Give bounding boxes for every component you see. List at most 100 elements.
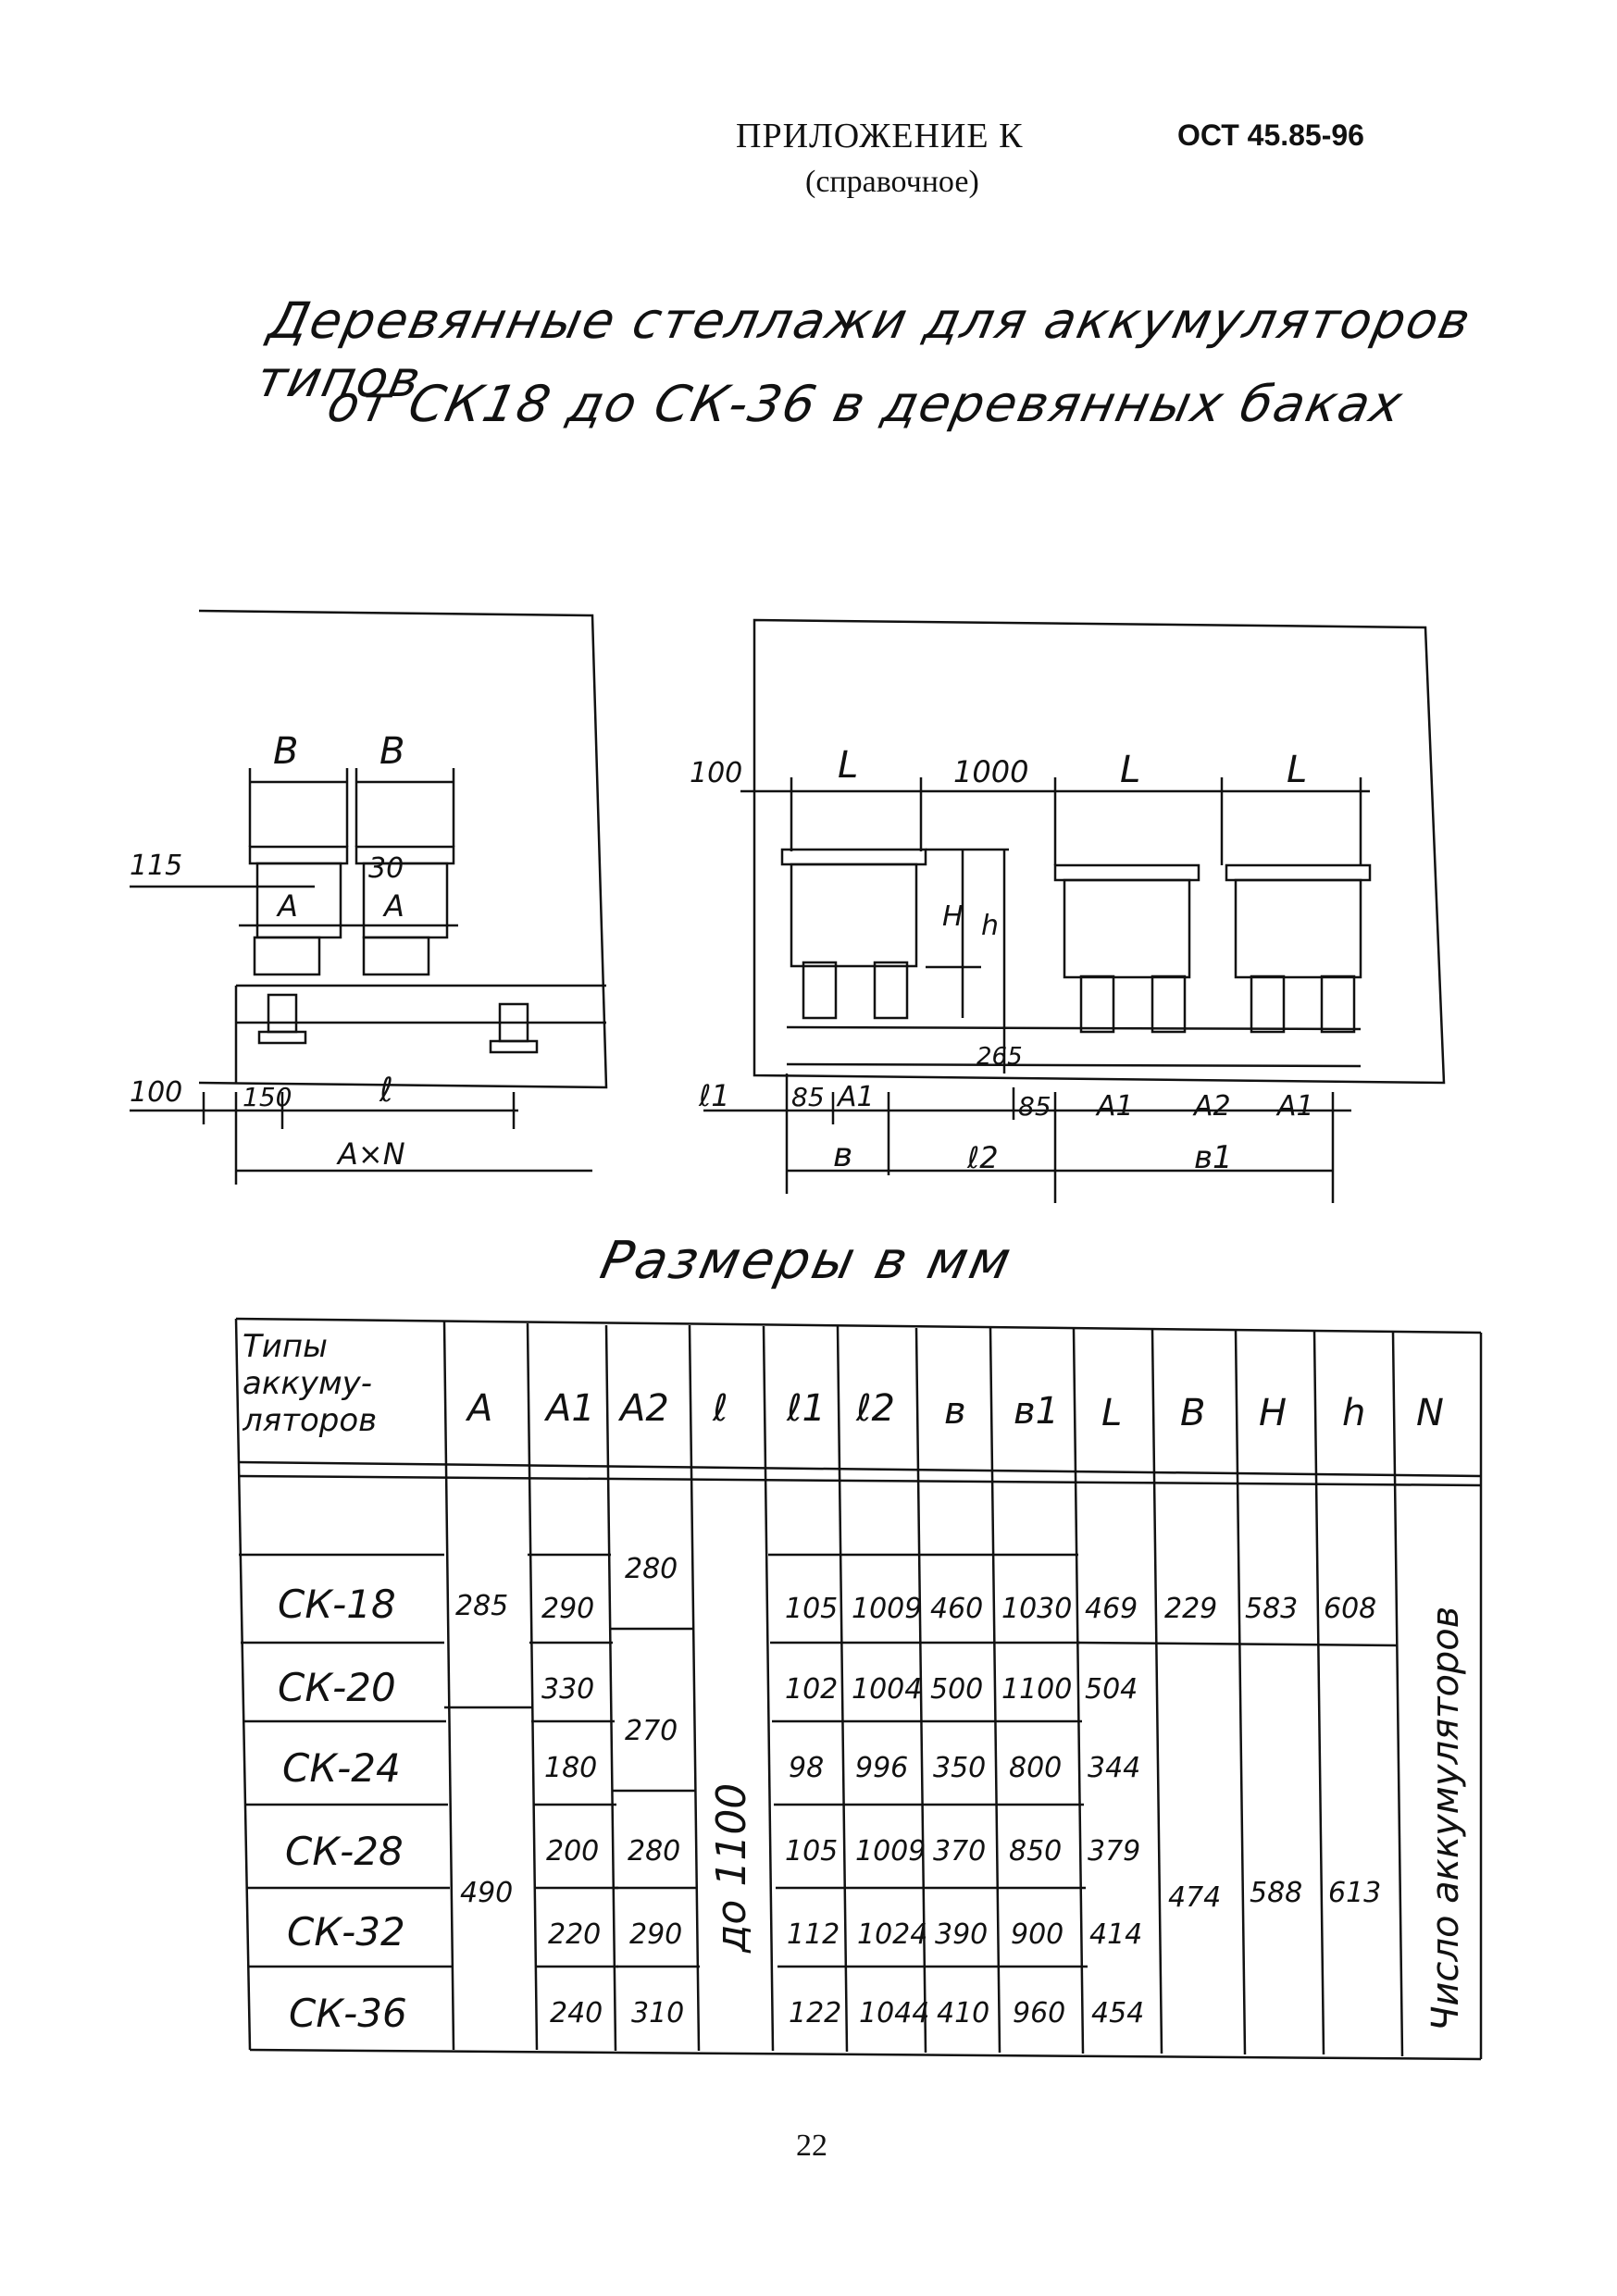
right-dim-A1b: А1 [1095, 1090, 1134, 1123]
cell-A1: 240 [550, 1997, 603, 2029]
left-dim-30: 30 [368, 852, 404, 885]
cell-L: 469 [1085, 1593, 1138, 1625]
cell-b: 500 [930, 1673, 983, 1706]
cell-A1: 220 [548, 1918, 601, 1951]
cell-b1: 960 [1013, 1997, 1065, 2029]
header-type: Типы аккуму-ляторов [243, 1328, 378, 1439]
cell-l2: 1044 [859, 1997, 929, 2029]
type-row: СК-18 [278, 1582, 396, 1627]
cell-L: 414 [1089, 1918, 1142, 1951]
right-dim-85a: 85 [791, 1082, 825, 1112]
right-dim-b: в [833, 1136, 852, 1174]
header-L: L [1101, 1392, 1122, 1434]
cell-N: Число аккумуляторов [1424, 1607, 1467, 2031]
right-dim-85b: 85 [1018, 1091, 1051, 1122]
cell-h: 608 [1324, 1593, 1376, 1625]
right-dim-h: h [981, 910, 999, 942]
cell-A2: 270 [625, 1715, 678, 1747]
header-b1: в1 [1014, 1390, 1059, 1433]
right-dim-L1: L [838, 744, 858, 787]
type-row: СК-32 [287, 1909, 405, 1955]
header-h: h [1342, 1392, 1365, 1434]
right-dim-A1a: А1 [836, 1081, 875, 1113]
type-row: СК-36 [289, 1991, 407, 2036]
cell-l1: 112 [787, 1918, 840, 1951]
cell-l1: 122 [789, 1997, 841, 2029]
header-A1: А1 [543, 1387, 595, 1430]
header-l2: ℓ2 [855, 1387, 895, 1430]
cell-L: 504 [1085, 1673, 1138, 1706]
right-dim-100: 100 [690, 757, 742, 789]
cell-l: до 1100 [708, 1783, 755, 1954]
header-N: N [1416, 1392, 1444, 1434]
appendix-subtitle: (справочное) [805, 165, 979, 199]
left-dim-B2: В [379, 730, 404, 773]
cell-b: 460 [930, 1593, 983, 1625]
left-dim-100: 100 [130, 1076, 182, 1109]
standard-code: ОСТ 45.85-96 [1177, 118, 1364, 152]
right-rack-drawing [703, 618, 1446, 1203]
cell-H: 583 [1245, 1593, 1298, 1625]
page-number: 22 [796, 2128, 827, 2163]
right-dim-b1: в1 [1194, 1139, 1233, 1176]
type-row: СК-20 [278, 1665, 396, 1710]
cell-B: 474 [1168, 1881, 1221, 1914]
cell-A: 285 [455, 1590, 508, 1622]
header-A: А [465, 1387, 492, 1430]
right-dim-l2: ℓ2 [966, 1140, 999, 1175]
cell-l1: 98 [789, 1752, 824, 1784]
cell-b1: 800 [1009, 1752, 1062, 1784]
cell-b: 370 [933, 1835, 986, 1868]
cell-A1: 200 [546, 1835, 599, 1868]
dimensions-table: Типы аккуму-ляторов А А1 А2 ℓ ℓ1 ℓ2 в в1… [234, 1317, 1483, 2061]
cell-A: 490 [460, 1877, 513, 1909]
cell-A2: 290 [629, 1918, 682, 1951]
left-dim-A1: А [276, 888, 298, 924]
cell-b1: 850 [1009, 1835, 1062, 1868]
left-dim-115: 115 [130, 850, 182, 882]
cell-l2: 1009 [852, 1593, 922, 1625]
cell-b1: 1030 [1001, 1593, 1072, 1625]
right-dim-L3: L [1287, 749, 1307, 791]
left-dim-l: ℓ [379, 1072, 393, 1110]
right-dim-L2: L [1120, 749, 1140, 791]
cell-l1: 105 [785, 1593, 838, 1625]
cell-B: 229 [1164, 1593, 1217, 1625]
header-l1: ℓ1 [786, 1387, 826, 1430]
header-B: В [1180, 1392, 1205, 1434]
cell-A2: 280 [625, 1553, 678, 1585]
type-row: СК-28 [285, 1829, 404, 1874]
cell-A1: 330 [541, 1673, 594, 1706]
cell-A1: 180 [544, 1752, 597, 1784]
right-dim-1000: 1000 [953, 754, 1028, 789]
cell-A1: 290 [541, 1593, 594, 1625]
cell-b1: 1100 [1001, 1673, 1072, 1706]
left-dim-B1: В [273, 730, 298, 773]
header-b: в [944, 1390, 966, 1433]
cell-l2: 996 [855, 1752, 908, 1784]
header-H: Н [1259, 1392, 1287, 1434]
cell-l2: 1024 [857, 1918, 927, 1951]
cell-b: 410 [937, 1997, 989, 2029]
cell-b: 390 [935, 1918, 988, 1951]
left-dim-A2: А [382, 888, 404, 924]
cell-l1: 102 [785, 1673, 838, 1706]
left-rack-drawing [130, 609, 608, 1185]
appendix-title: ПРИЛОЖЕНИЕ К [736, 117, 1024, 155]
cell-l2: 1009 [855, 1835, 926, 1868]
cell-A2: 280 [628, 1835, 680, 1868]
right-dim-l1: ℓ1 [698, 1078, 730, 1113]
cell-L: 379 [1088, 1835, 1140, 1868]
right-dim-A1c: А1 [1275, 1090, 1314, 1123]
cell-h: 613 [1328, 1877, 1381, 1909]
left-dim-150: 150 [243, 1082, 292, 1112]
cell-b1: 900 [1011, 1918, 1063, 1951]
drawings: В В 115 30 А А 100 150 ℓ А×N 100 L 1000 … [130, 609, 1446, 1203]
cell-H: 588 [1250, 1877, 1302, 1909]
cell-b: 350 [933, 1752, 986, 1784]
left-dim-AxN: А×N [336, 1136, 405, 1172]
cell-l2: 1004 [852, 1673, 922, 1706]
header-A2: А2 [617, 1387, 669, 1430]
right-dim-265: 265 [976, 1043, 1023, 1071]
type-row: СК-24 [282, 1745, 401, 1791]
